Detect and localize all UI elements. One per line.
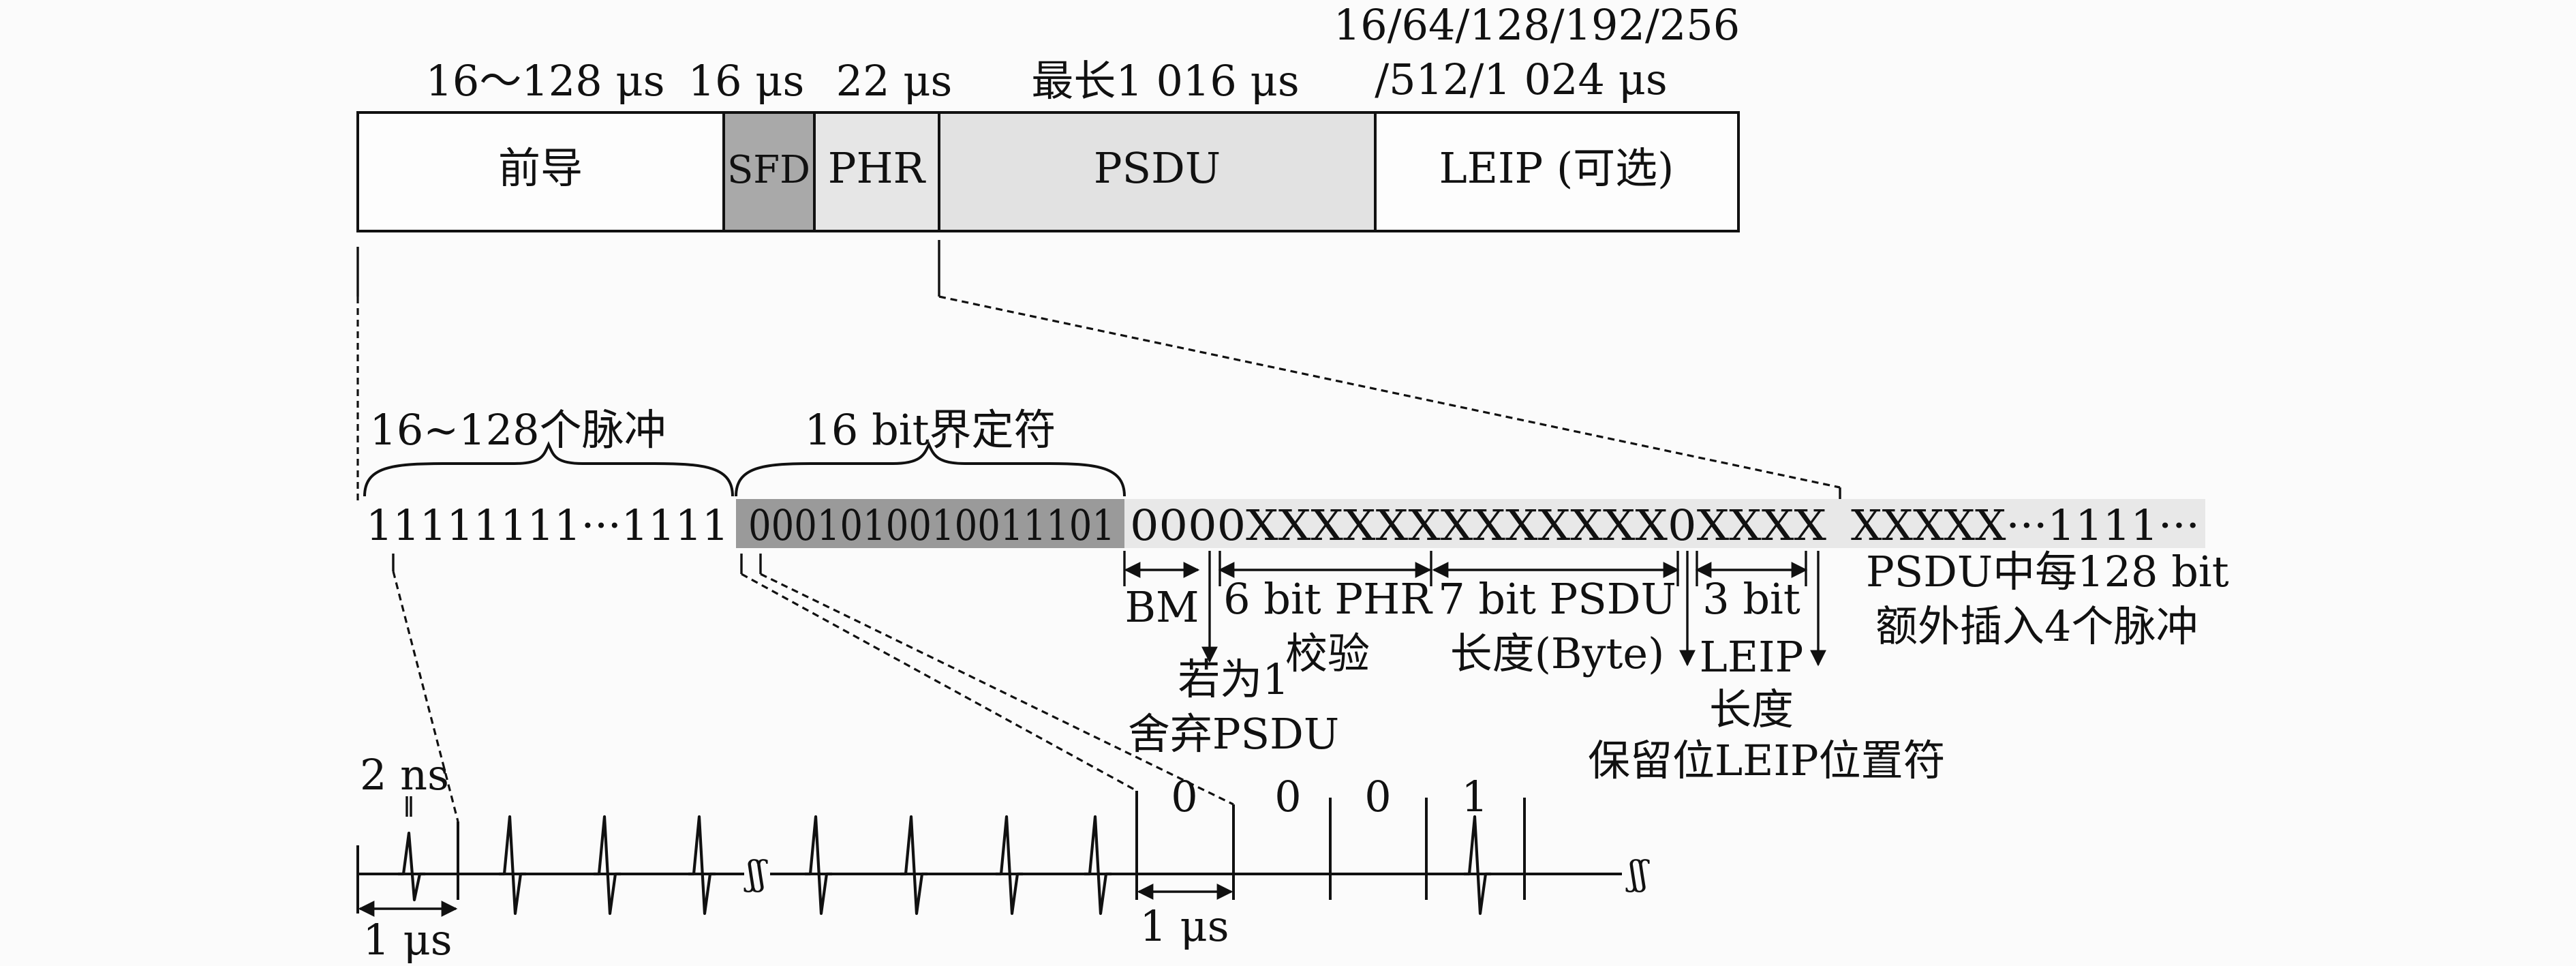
psdu-duration: 最长1 016 μs <box>1031 56 1299 106</box>
sfd-bits-background <box>736 499 1124 548</box>
crc-label-2: 校验 <box>1285 629 1370 678</box>
bm-label: BM <box>1124 582 1199 632</box>
preamble-pulse <box>499 815 526 916</box>
psdu-bits: XXXXX···1111··· <box>1851 500 2200 550</box>
symbol-duration-label-2: 1 μs <box>1139 901 1229 951</box>
pulse-width-label: 2 ns <box>360 750 449 800</box>
preamble-pulse <box>805 815 832 916</box>
frame-format: 前导 SFD PHR PSDU LEIP (可选) 16～128 μs 16 μ… <box>356 0 1740 232</box>
psdu-bits-background <box>1859 499 2205 548</box>
field-leip-label: LEIP (可选) <box>1439 143 1674 193</box>
reserved-label: 保留位 <box>1588 736 1715 785</box>
preamble-pulse <box>996 815 1023 916</box>
leip-duration-line1: 16/64/128/192/256 <box>1334 0 1740 50</box>
preamble-pulse <box>398 831 425 902</box>
sfd-symbol-bit: 0 <box>1364 772 1391 821</box>
sfd-symbol-bit: 0 <box>1171 772 1197 821</box>
psdu-note-1: PSDU中每128 bit <box>1866 547 2229 597</box>
sfd-bits: 0001010010011101 <box>748 500 1115 550</box>
leip-len-label-3: 长度 <box>1709 684 1794 734</box>
phr-bits-background <box>1124 499 1859 548</box>
zoom-connectors <box>356 240 1841 539</box>
field-preamble-label: 前导 <box>498 143 583 193</box>
leip-duration-line2: /512/1 024 μs <box>1375 55 1667 104</box>
phr-bits: 0000XXXXXXXXXXXXX0XXXX <box>1130 500 1826 550</box>
sfd-brace <box>735 441 1126 497</box>
symbol-duration-label-1: 1 μs <box>363 915 452 965</box>
field-psdu-label: PSDU <box>1094 143 1221 193</box>
sfd-symbol-bit: 0 <box>1274 772 1301 821</box>
leip-len-label-1: 3 bit <box>1702 574 1800 624</box>
bit-level: 16~128个脉冲 16 bit界定符 11111111···1111 0001… <box>363 405 2229 785</box>
preamble-pulse <box>688 815 716 916</box>
leip-pos-label: LEIP位置符 <box>1715 736 1946 785</box>
preamble-duration: 16～128 μs <box>425 56 664 106</box>
field-psdu <box>938 111 1377 232</box>
bm-note-2: 舍弃PSDU <box>1128 709 1339 759</box>
axis-break-2: ʃʃ <box>1625 854 1650 893</box>
leip-len-label-2: LEIP <box>1700 632 1804 682</box>
bm-note-1: 若为1 <box>1178 654 1289 704</box>
preamble-pulse <box>1084 815 1111 916</box>
preamble-bits: 11111111···1111 <box>366 500 729 550</box>
field-phr <box>813 111 940 232</box>
field-leip <box>1374 111 1740 232</box>
field-sfd-label: SFD <box>727 148 810 192</box>
crc-label-1: 6 bit PHR <box>1223 574 1433 624</box>
sfd-brace-label: 16 bit界定符 <box>804 405 1056 455</box>
field-sfd <box>722 111 816 232</box>
preamble-pulse <box>900 815 927 916</box>
field-phr-label: PHR <box>828 143 927 193</box>
sfd-duration: 16 μs <box>688 56 805 106</box>
sfd-symbol-bit: 1 <box>1461 772 1488 821</box>
phr-duration: 22 μs <box>836 56 953 106</box>
psdu-note-2: 额外插入4个脉冲 <box>1875 601 2198 651</box>
preamble-brace <box>363 441 734 497</box>
len-label-2: 长度(Byte) <box>1450 629 1665 678</box>
preamble-pulse <box>594 815 621 916</box>
len-label-1: 7 bit PSDU <box>1438 574 1676 624</box>
sfd-pulse-bit-1 <box>1464 815 1491 916</box>
field-preamble <box>356 111 725 232</box>
axis-break-1: ʃʃ <box>743 854 768 893</box>
timing-diagram: ʃʃ ʃʃ 2 ns 1 μs 1 μs 0 <box>356 554 1650 965</box>
pulse-train <box>398 815 1491 916</box>
preamble-brace-label: 16~128个脉冲 <box>369 405 666 455</box>
